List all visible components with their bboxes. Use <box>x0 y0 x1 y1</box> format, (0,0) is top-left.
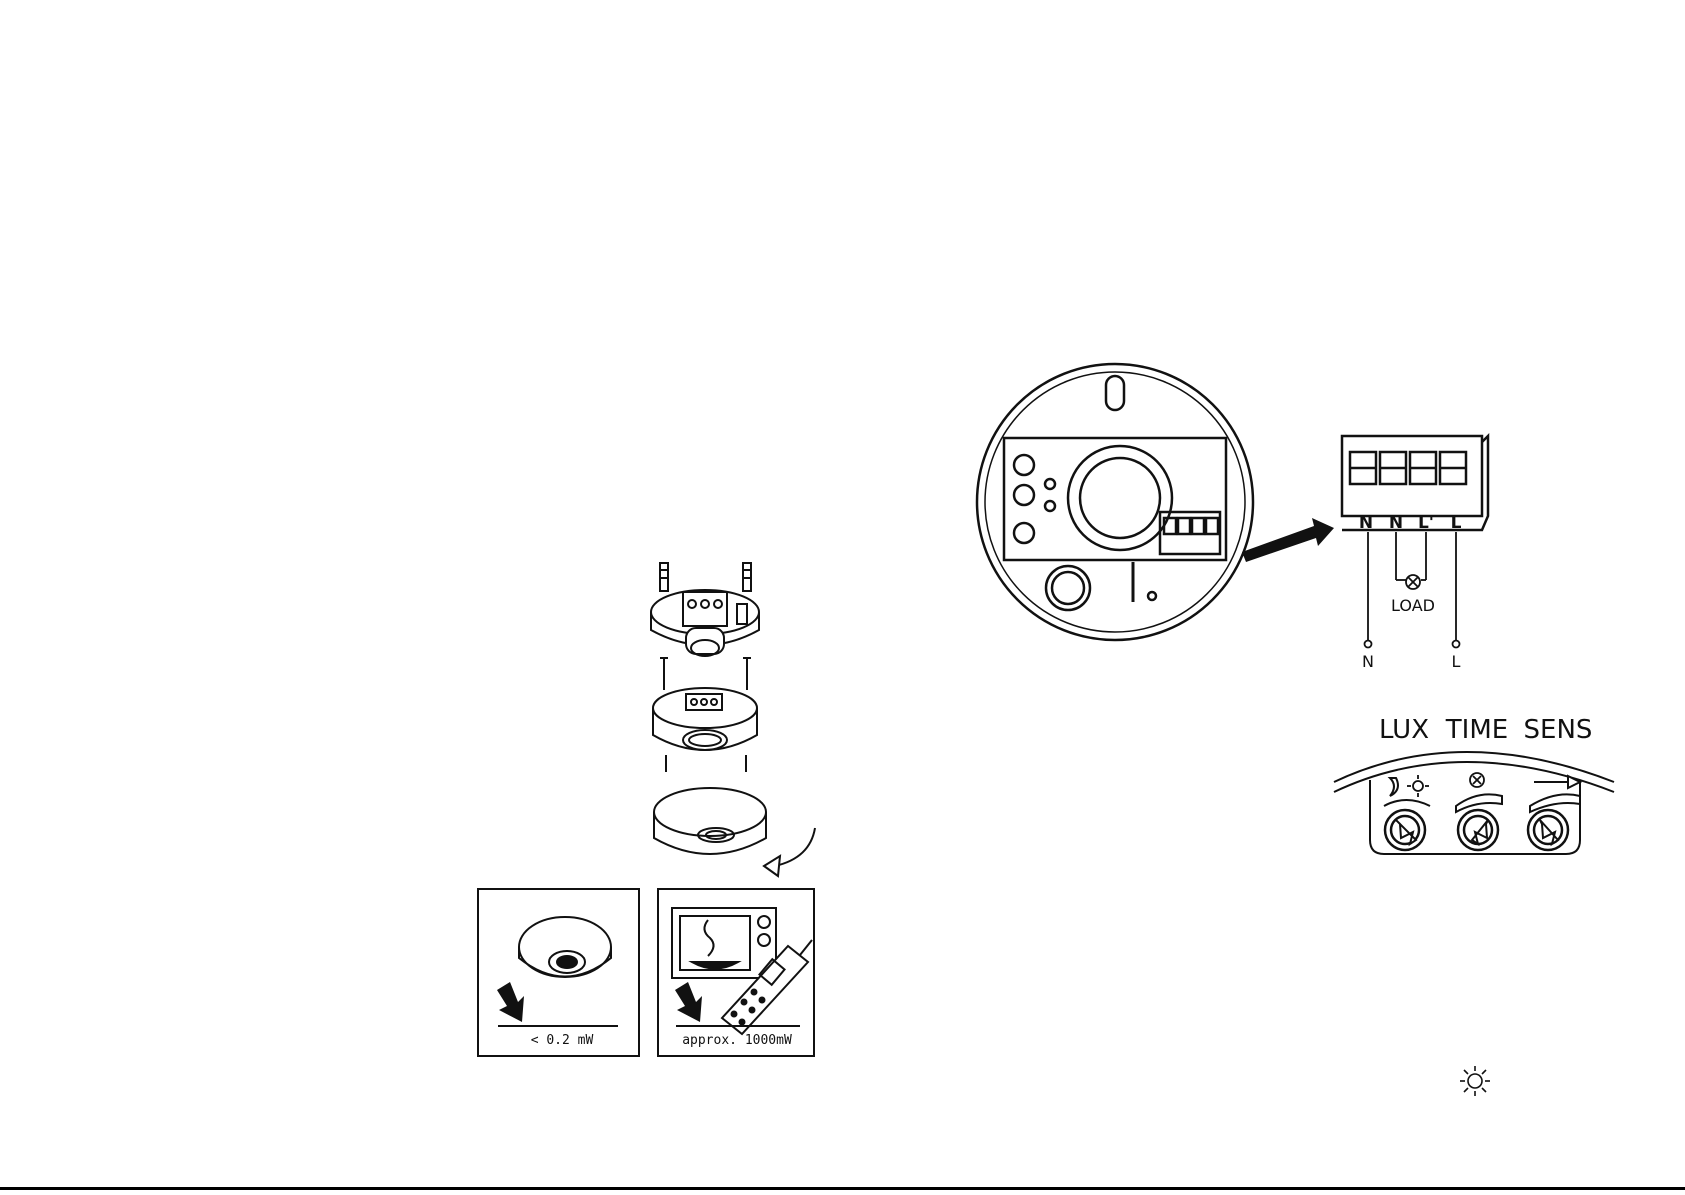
sensitivity-arrow-icon <box>1534 776 1580 788</box>
terminal-l-label: L <box>1451 513 1462 533</box>
microwave-power-label: approx. 1000mW <box>682 1033 792 1048</box>
page-bottom-rule <box>0 1187 1685 1190</box>
lux-knob <box>1014 455 1034 475</box>
terminal-n2-label: N <box>1389 513 1403 533</box>
terminal-n1-label: N <box>1359 513 1373 533</box>
surface-mount-ring <box>653 688 757 750</box>
neutral-label: N <box>1362 652 1374 671</box>
wall-plug-left <box>660 563 668 591</box>
sens-knob <box>1014 523 1034 543</box>
screw-right <box>743 658 751 690</box>
sensor-cover <box>654 788 766 854</box>
moon-icon <box>1390 778 1398 796</box>
screw-left <box>660 658 668 690</box>
terminal-wiring-diagram: N N L' L LOAD N L <box>1342 436 1488 671</box>
sensor-power-box: < 0.2 mW <box>478 889 639 1056</box>
mounting-base <box>651 590 759 656</box>
microwave-power-box: approx. 1000mW <box>658 889 814 1056</box>
load-lamp-icon <box>1406 575 1420 589</box>
sensor-power-label: < 0.2 mW <box>531 1033 594 1048</box>
sens-range-wedge-icon <box>1530 794 1580 812</box>
time-heading: TIME <box>1445 715 1508 745</box>
time-knob <box>1014 485 1034 505</box>
exploded-mounting-assembly <box>651 563 815 876</box>
wall-plug-right <box>743 563 751 591</box>
control-knobs-detail: LUX TIME SENS <box>1334 715 1614 854</box>
twist-arrow-icon <box>764 828 815 876</box>
sensor-back-view <box>977 364 1253 640</box>
sun-symbol-icon <box>1460 1066 1490 1096</box>
sun-icon <box>1407 775 1429 797</box>
lux-range-arrow-icon <box>1384 800 1430 806</box>
sens-heading: SENS <box>1524 715 1593 745</box>
terminal-l-prime-label: L' <box>1418 513 1434 533</box>
timer-icon <box>1470 773 1484 787</box>
sens-pointer-icon <box>1540 820 1558 844</box>
load-label: LOAD <box>1391 596 1435 615</box>
connection-arrow-icon <box>1242 518 1334 562</box>
live-label: L <box>1452 652 1461 671</box>
lux-pointer-icon <box>1396 820 1416 844</box>
lux-heading: LUX <box>1379 715 1429 745</box>
